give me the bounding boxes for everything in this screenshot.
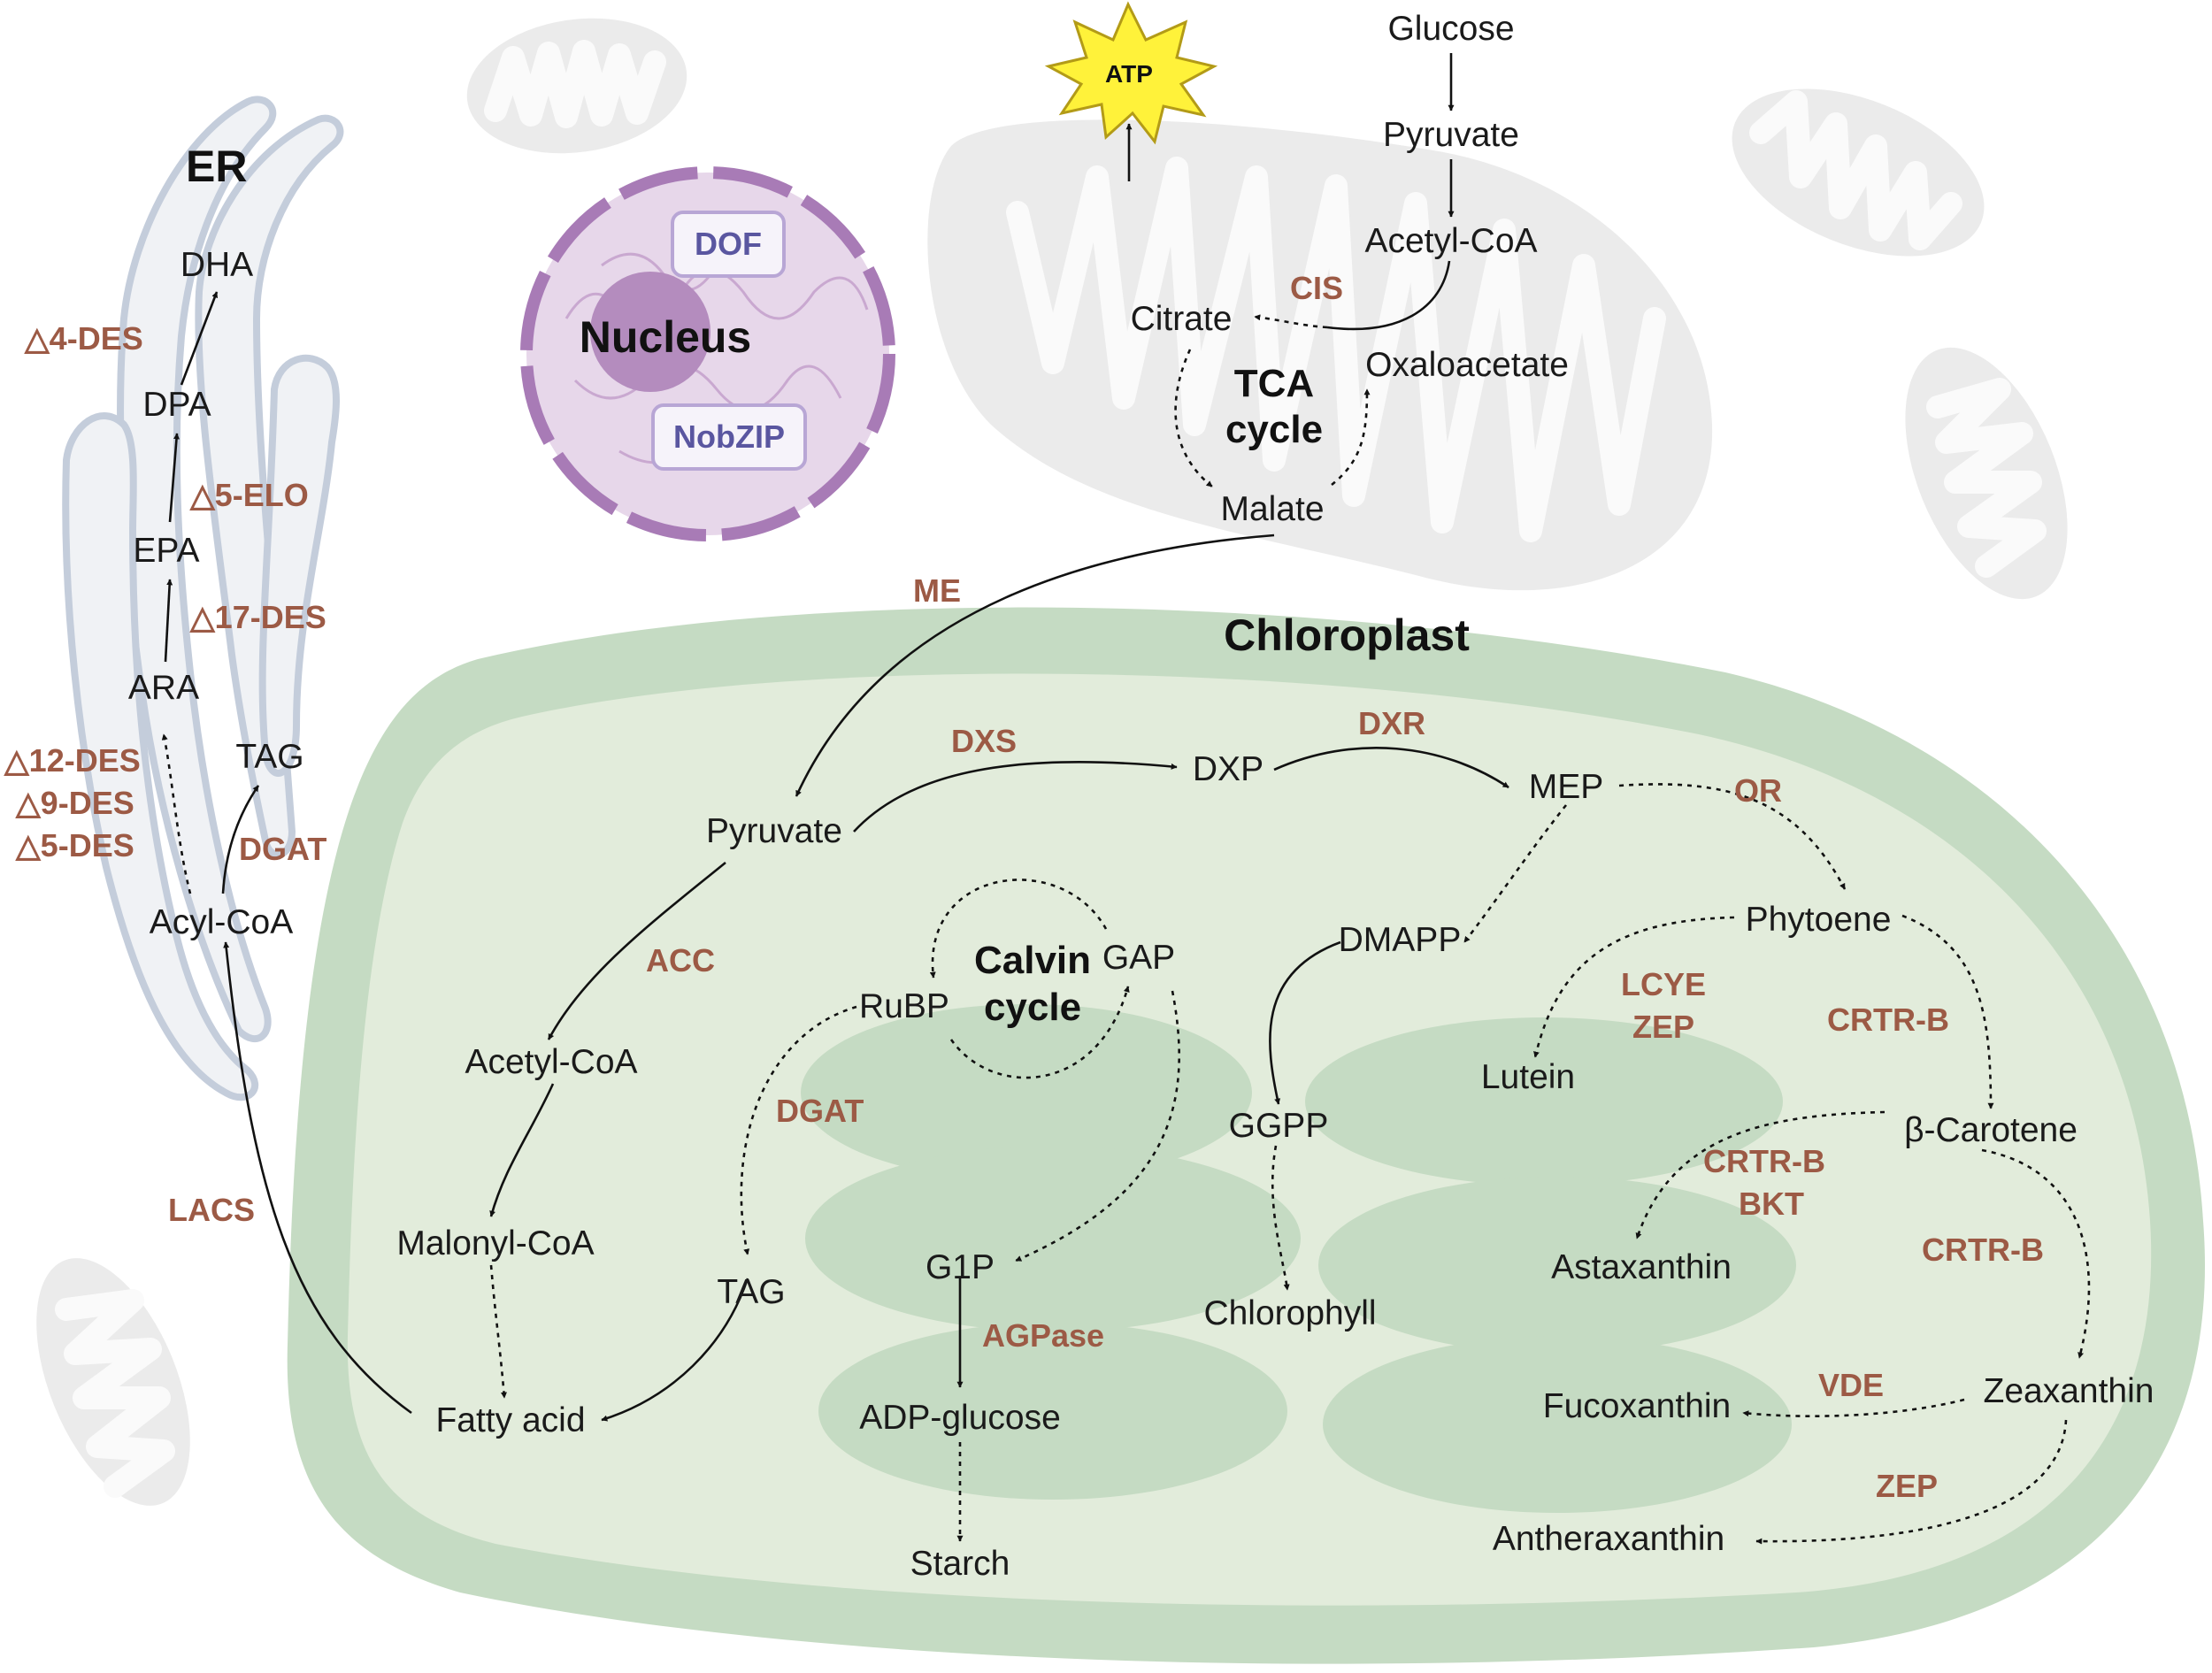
chloro-fucoxanthin: Fucoxanthin	[1543, 1387, 1731, 1425]
thylakoid-stacks	[801, 1004, 1796, 1513]
mito-pyruvate: Pyruvate	[1383, 116, 1519, 154]
mitochondrion-small-right-mid	[1905, 347, 2068, 600]
enzyme-er-dgat: DGAT	[239, 831, 326, 867]
enzyme-zep-lutein: ZEP	[1632, 1009, 1694, 1045]
chloro-astaxanthin: Astaxanthin	[1551, 1248, 1732, 1286]
mitochondrion-small-top	[466, 18, 687, 154]
enzyme-lacs: LACS	[168, 1192, 255, 1228]
enzyme-d5-elo: △5-ELO	[189, 477, 309, 513]
enzyme-d4-des: △4-DES	[24, 320, 143, 357]
chloroplast-title: Chloroplast	[1224, 610, 1470, 660]
er-dpa: DPA	[142, 386, 211, 424]
chloro-dxp: DXP	[1193, 750, 1263, 788]
nucleus	[520, 166, 895, 541]
er-tag: TAG	[235, 738, 303, 776]
chloro-ggpp: GGPP	[1229, 1107, 1329, 1145]
enzyme-bkt: BKT	[1739, 1186, 1804, 1222]
calvin-cycle-label-line1: Calvin	[974, 939, 1091, 982]
enzyme-cis: CIS	[1290, 270, 1343, 306]
mito-glucose: Glucose	[1387, 10, 1514, 48]
er-title: ER	[186, 142, 247, 191]
chloroplast	[287, 607, 2205, 1664]
er-acyl-coa: Acyl-CoA	[150, 903, 294, 941]
enzyme-crtr-b-astaxanthin: CRTR-B	[1703, 1143, 1825, 1179]
mitochondrion-small-left-bottom	[36, 1258, 190, 1506]
tca-cycle-label-line1: TCA	[1234, 362, 1314, 405]
enzyme-crtr-b-beta: CRTR-B	[1827, 1001, 1949, 1038]
chloro-phytoene: Phytoene	[1746, 901, 1892, 939]
mito-oxaloacetate: Oxaloacetate	[1365, 346, 1569, 384]
chloro-zeaxanthin: Zeaxanthin	[1984, 1372, 2154, 1410]
endoplasmic-reticulum	[62, 96, 344, 1101]
atp-burst	[1044, 1, 1218, 145]
chloro-beta-carotene: β-Carotene	[1904, 1111, 2078, 1149]
enzyme-agpase: AGPase	[982, 1317, 1104, 1354]
enzyme-chloro-dgat: DGAT	[776, 1093, 864, 1129]
mitochondrion-small-right-top	[1732, 88, 1985, 257]
enzyme-dxs: DXS	[951, 723, 1017, 759]
enzyme-or: OR	[1734, 772, 1782, 809]
chloro-mep: MEP	[1529, 768, 1604, 806]
chloro-fatty-acid: Fatty acid	[435, 1401, 585, 1439]
mito-acetyl-coa: Acetyl-CoA	[1364, 222, 1537, 260]
atp-label: ATP	[1105, 60, 1153, 88]
enzyme-d5-des: △5-DES	[15, 827, 134, 863]
enzyme-d12-des: △12-DES	[4, 742, 141, 779]
enzyme-d17-des: △17-DES	[189, 599, 326, 635]
calvin-cycle-label-line2: cycle	[984, 986, 1081, 1029]
nobzip-factor: NobZIP	[673, 418, 785, 455]
enzyme-d9-des: △9-DES	[15, 785, 134, 821]
er-ara: ARA	[128, 669, 199, 707]
dof-factor: DOF	[695, 226, 762, 262]
chloro-malonyl-coa: Malonyl-CoA	[396, 1224, 594, 1262]
enzyme-dxr: DXR	[1358, 705, 1425, 741]
er-epa: EPA	[133, 532, 199, 570]
enzyme-zep-antheraxanthin: ZEP	[1876, 1468, 1938, 1504]
tca-cycle-label-line2: cycle	[1225, 408, 1323, 451]
mito-citrate: Citrate	[1131, 300, 1233, 338]
chloro-rubp: RuBP	[859, 987, 949, 1025]
chloro-tag: TAG	[717, 1273, 785, 1311]
chloro-gap: GAP	[1102, 939, 1175, 977]
enzyme-vde: VDE	[1818, 1367, 1884, 1403]
chloro-lutein: Lutein	[1481, 1058, 1575, 1096]
chloro-dmapp: DMAPP	[1339, 921, 1462, 959]
pathway-arrows	[161, 53, 2091, 1545]
mitochondrion-large	[927, 119, 1713, 591]
chloro-chlorophyll: Chlorophyll	[1203, 1294, 1376, 1332]
nucleus-title: Nucleus	[580, 312, 752, 362]
enzyme-acc: ACC	[646, 942, 715, 978]
chloro-antheraxanthin: Antheraxanthin	[1493, 1520, 1724, 1558]
chloro-pyruvate: Pyruvate	[706, 812, 842, 850]
chloro-g1p: G1P	[926, 1248, 995, 1286]
enzyme-crtr-b-zeaxanthin: CRTR-B	[1922, 1232, 2044, 1268]
chloro-starch: Starch	[910, 1545, 1010, 1583]
enzyme-lcye: LCYE	[1621, 966, 1706, 1002]
chloro-acetyl-coa: Acetyl-CoA	[465, 1043, 637, 1081]
mito-malate: Malate	[1220, 490, 1324, 528]
er-dha: DHA	[180, 246, 253, 284]
chloro-adp-glucose: ADP-glucose	[859, 1399, 1061, 1437]
enzyme-me: ME	[913, 572, 961, 609]
